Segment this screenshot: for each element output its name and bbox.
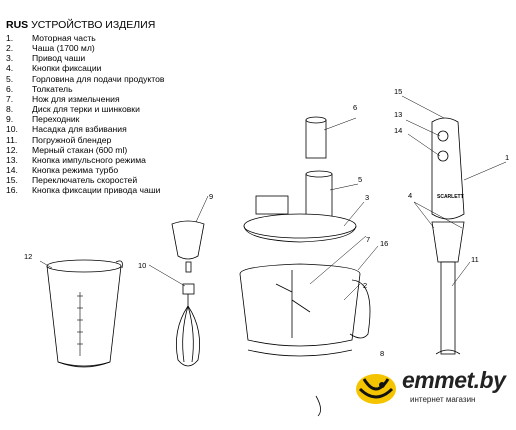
legend-item-label: Кнопки фиксации xyxy=(32,63,102,74)
legend-item: 12. Мерный стакан (600 ml) xyxy=(6,145,164,155)
legend-item: 5. Горловина для подачи продуктов xyxy=(6,74,164,84)
callout-16: 16 xyxy=(380,239,388,248)
whisk-illustration xyxy=(171,220,205,367)
callout-3: 3 xyxy=(365,193,369,202)
legend-item: 11. Погружной блендер xyxy=(6,135,164,145)
legend-item-label: Мерный стакан (600 ml) xyxy=(32,144,128,155)
legend-item-label: Переключатель скоростей xyxy=(32,175,138,186)
callout-9: 9 xyxy=(209,192,213,201)
legend-item: 10. Насадка для взбивания xyxy=(6,124,164,134)
legend-item-number: 3. xyxy=(6,53,14,64)
legend-item-number: 15. xyxy=(6,175,18,186)
callout-11: 11 xyxy=(471,255,479,264)
measuring-cup-illustration xyxy=(46,259,123,368)
legend-item-label: Переходник xyxy=(32,114,80,125)
callout-10: 10 xyxy=(138,261,146,270)
callout-4: 4 xyxy=(408,191,412,200)
legend-item-number: 11. xyxy=(6,134,18,145)
legend-item-number: 7. xyxy=(6,93,14,104)
legend-item-label: Привод чаши xyxy=(32,53,86,64)
legend-item-number: 1. xyxy=(6,33,14,43)
callout-15: 15 xyxy=(394,87,402,96)
legend-item-label: Диск для терки и шинковки xyxy=(32,104,140,115)
callout-7: 7 xyxy=(366,235,370,244)
callout-13: 13 xyxy=(394,110,402,119)
legend-item-number: 6. xyxy=(6,83,14,94)
section-title: УСТРОЙСТВО ИЗДЕЛИЯ xyxy=(31,19,156,31)
legend-item: 1. Моторная часть xyxy=(6,33,164,43)
legend-item: 16. Кнопка фиксации привода чаши xyxy=(6,185,164,195)
callout-6: 6 xyxy=(353,103,357,112)
legend-item: 8. Диск для терки и шинковки xyxy=(6,104,164,114)
store-watermark: emmet.by интернет магазин xyxy=(350,365,516,411)
legend-item-number: 2. xyxy=(6,43,14,54)
legend-item: 7. Нож для измельчения xyxy=(6,94,164,104)
blender-brand-label: SCARLETT xyxy=(437,194,464,200)
callout-14: 14 xyxy=(394,126,402,135)
legend-item-label: Кнопка фиксации привода чаши xyxy=(32,185,161,196)
legend-item: 15. Переключатель скоростей xyxy=(6,175,164,185)
legend-item: 6. Толкатель xyxy=(6,84,164,94)
legend-item-label: Кнопка импульсного режима xyxy=(32,154,146,165)
legend-item-label: Насадка для взбивания xyxy=(32,124,127,135)
callout-8: 8 xyxy=(380,349,384,358)
legend-item-label: Толкатель xyxy=(32,83,73,94)
callout-2: 2 xyxy=(363,281,367,290)
legend-item-label: Моторная часть xyxy=(32,33,96,43)
stick-blender-illustration xyxy=(431,117,465,355)
legend-item-number: 10. xyxy=(6,124,18,135)
legend-item: 13. Кнопка импульсного режима xyxy=(6,155,164,165)
legend-item-label: Нож для измельчения xyxy=(32,93,120,104)
legend-item-number: 13. xyxy=(6,154,18,165)
legend-item-label: Кнопка режима турбо xyxy=(32,165,119,176)
callout-1: 1 xyxy=(505,153,509,162)
food-processor-illustration xyxy=(239,116,371,417)
bee-logo-icon xyxy=(356,374,396,404)
legend-item-number: 9. xyxy=(6,114,14,125)
store-tagline: интернет магазин xyxy=(410,395,476,404)
legend-item-label: Чаша (1700 мл) xyxy=(32,43,95,54)
page-title: RUS УСТРОЙСТВО ИЗДЕЛИЯ xyxy=(6,19,155,31)
legend-item: 9. Переходник xyxy=(6,114,164,124)
callout-5: 5 xyxy=(358,175,362,184)
legend-item-number: 8. xyxy=(6,104,14,115)
legend-item: 2. Чаша (1700 мл) xyxy=(6,43,164,53)
legend-item-number: 5. xyxy=(6,73,14,84)
legend-item-label: Горловина для подачи продуктов xyxy=(32,73,165,84)
store-name: emmet.by xyxy=(402,367,506,393)
legend-item-number: 14. xyxy=(6,165,18,176)
parts-legend: 1. Моторная часть 2. Чаша (1700 мл) 3. Привод… xyxy=(6,33,164,196)
callout-12: 12 xyxy=(24,252,32,261)
legend-item-number: 12. xyxy=(6,144,18,155)
legend-item: 14. Кнопка режима турбо xyxy=(6,165,164,175)
legend-item: 3. Привод чаши xyxy=(6,53,164,63)
legend-item-number: 16. xyxy=(6,185,18,196)
legend-item-label: Погружной блендер xyxy=(32,134,112,145)
legend-item: 4. Кнопки фиксации xyxy=(6,63,164,73)
legend-item-number: 4. xyxy=(6,63,14,74)
language-code: RUS xyxy=(6,19,29,31)
